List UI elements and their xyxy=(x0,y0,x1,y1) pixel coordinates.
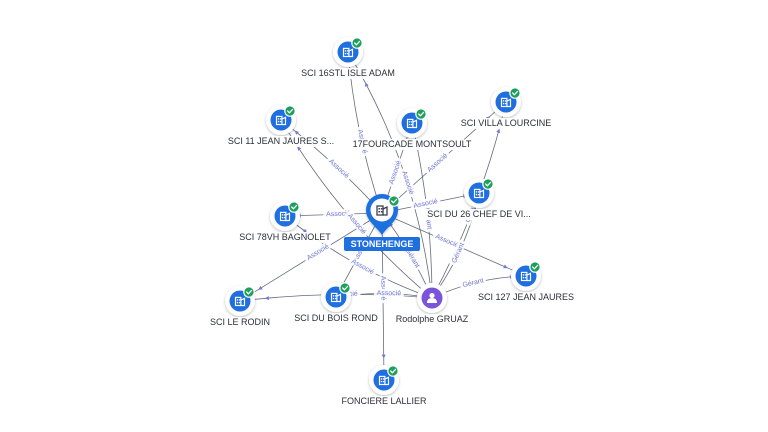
node-lallier[interactable]: FONCIERE LALLIER xyxy=(340,365,428,407)
edge-label-text: Associé xyxy=(377,290,402,297)
node-label-bg xyxy=(359,139,465,150)
node-label: SCI VILLA LOURCINE xyxy=(461,118,552,128)
building-icon xyxy=(376,205,388,216)
building-icon xyxy=(279,211,291,222)
edge-arrow xyxy=(258,285,263,290)
node-sci127[interactable]: SCI 127 JEAN JAURES xyxy=(475,261,577,303)
edge-arrow xyxy=(503,264,508,269)
building-icon xyxy=(406,118,418,129)
check-badge-icon xyxy=(288,201,300,213)
node-label: SCI LE RODIN xyxy=(210,317,270,327)
node-label-bg xyxy=(340,396,428,407)
edge-label-stone-sci26: Associé xyxy=(409,196,441,210)
edge-arrow xyxy=(364,82,369,87)
building-icon xyxy=(520,271,532,282)
edge-label-text: Associé xyxy=(426,152,449,174)
check-badge-icon xyxy=(529,261,541,273)
check-badge-icon xyxy=(388,195,400,207)
node-label-bg xyxy=(475,292,577,303)
building-icon xyxy=(378,375,390,386)
building-icon xyxy=(275,115,287,126)
node-label: SCI 11 JEAN JAURES S... xyxy=(228,136,334,146)
edge-label-stone-lallier: Associé xyxy=(379,273,389,304)
node-label: SCI DU 26 CHEF DE VI... xyxy=(427,209,531,219)
node-stone[interactable]: STONEHENGE xyxy=(344,194,420,251)
edge-label-text: Associé xyxy=(434,233,459,249)
check-badge-icon xyxy=(509,87,521,99)
node-label: Rodolphe GRUAZ xyxy=(396,314,469,324)
node-label-bg xyxy=(457,118,555,129)
building-icon xyxy=(342,47,354,58)
check-badge-icon xyxy=(482,178,494,190)
node-sci11[interactable]: SCI 11 JEAN JAURES S... xyxy=(220,105,342,147)
node-sci16[interactable]: SCI 16STL ISLE ADAM xyxy=(297,37,399,79)
node-rodolphe[interactable]: Rodolphe GRUAZ xyxy=(393,283,471,325)
edge-arrow xyxy=(294,130,299,135)
node-label-bg xyxy=(206,317,274,328)
edge-arrow xyxy=(496,128,500,134)
node-label-bg xyxy=(393,314,471,325)
edge-label-stone-villa: Associé xyxy=(423,149,451,176)
edge-arrow xyxy=(297,146,302,151)
edge-arrow xyxy=(264,296,269,301)
check-badge-icon xyxy=(351,37,363,49)
person-icon xyxy=(427,292,437,303)
edge-label-rodolphe-sci16: Associé xyxy=(399,167,417,198)
node-villa[interactable]: SCI VILLA LOURCINE xyxy=(457,87,555,129)
check-badge-icon xyxy=(284,105,296,117)
node-label: SCI 16STL ISLE ADAM xyxy=(301,68,395,78)
edge-arrow xyxy=(302,229,307,234)
node-label: 17FOURCADE MONTSOULT xyxy=(353,139,472,149)
node-label-bg xyxy=(239,232,331,243)
check-badge-icon xyxy=(387,365,399,377)
edge-label-stone-sci11: Associé xyxy=(325,155,353,182)
center-label-box xyxy=(344,237,420,251)
node-label-bg xyxy=(220,136,342,147)
node-sci26[interactable]: SCI DU 26 CHEF DE VI... xyxy=(418,178,540,220)
edge-label-stone-rodin: Associé xyxy=(302,240,333,264)
edge-label-text: Associé xyxy=(379,276,386,301)
edge-arrow xyxy=(381,354,386,359)
node-label-bg xyxy=(297,68,399,79)
node-label: STONEHENGE xyxy=(351,239,414,249)
edge-label-text: Associé xyxy=(326,210,351,218)
edge-label-rodolphe-bois: Associé xyxy=(373,288,404,297)
edge-label-text: Gérant xyxy=(462,277,484,289)
node-label: FONCIERE LALLIER xyxy=(341,396,427,406)
node-label: SCI DU BOIS ROND xyxy=(294,313,378,323)
edge-label-text: Associé xyxy=(350,258,375,276)
check-badge-icon xyxy=(415,108,427,120)
building-icon xyxy=(500,97,512,108)
building-icon xyxy=(234,296,246,307)
check-badge-icon xyxy=(243,286,255,298)
node-label: SCI 127 JEAN JAURES xyxy=(478,292,574,302)
node-label-bg xyxy=(418,209,540,220)
node-bois[interactable]: SCI DU BOIS ROND xyxy=(292,282,380,324)
node-label-bg xyxy=(292,313,380,324)
building-icon xyxy=(473,188,485,199)
check-badge-icon xyxy=(339,282,351,294)
node-rodin[interactable]: SCI LE RODIN xyxy=(206,286,274,328)
edge-label-text: Associé xyxy=(413,198,439,210)
edge-label-rodolphe-sci127: Gérant xyxy=(459,275,487,290)
nodes-layer: SCI 16STL ISLE ADAM SCI 11 JEAN JAURES S.… xyxy=(206,37,577,407)
node-sci78[interactable]: SCI 78VH BAGNOLET xyxy=(239,201,331,243)
building-icon xyxy=(330,292,342,303)
node-label: SCI 78VH BAGNOLET xyxy=(239,232,331,242)
edge-label-text: Associé xyxy=(327,158,350,180)
node-f17[interactable]: 17FOURCADE MONTSOULT xyxy=(353,108,472,150)
